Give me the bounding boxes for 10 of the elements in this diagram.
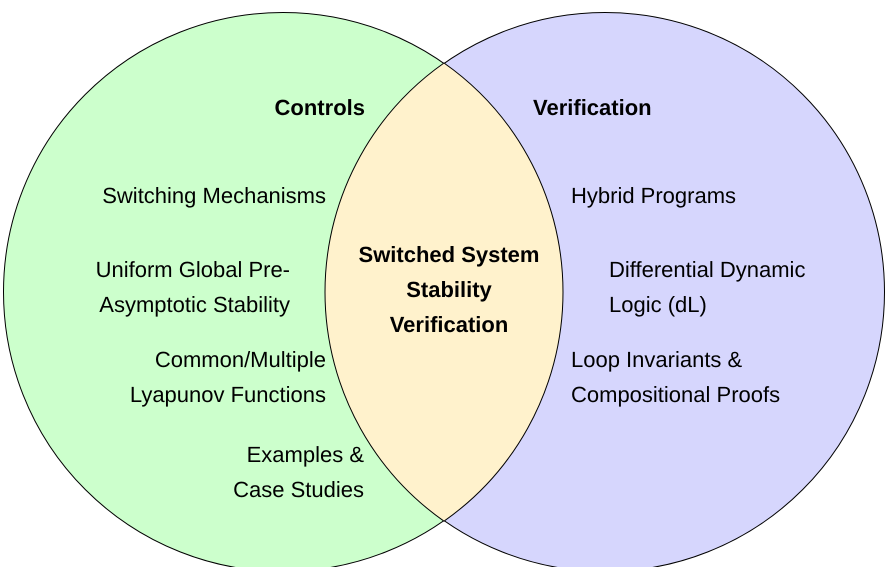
topic-label: Common/Multiple Lyapunov Functions xyxy=(128,346,326,409)
center-label: Switched System Stability Verification xyxy=(358,240,540,339)
topic-label: Uniform Global Pre-Asymptotic Stability xyxy=(94,256,290,319)
topic-label: Loop Invariants & Compositional Proofs xyxy=(571,346,782,409)
topic-label: Hybrid Programs xyxy=(571,182,738,210)
topic-label: Differential Dynamic Logic (dL) xyxy=(609,256,806,319)
set-heading: Verification xyxy=(533,94,653,122)
set-heading: Controls xyxy=(274,94,365,122)
topic-label: Switching Mechanisms xyxy=(101,182,326,210)
topic-label: Examples & Case Studies xyxy=(232,441,364,504)
